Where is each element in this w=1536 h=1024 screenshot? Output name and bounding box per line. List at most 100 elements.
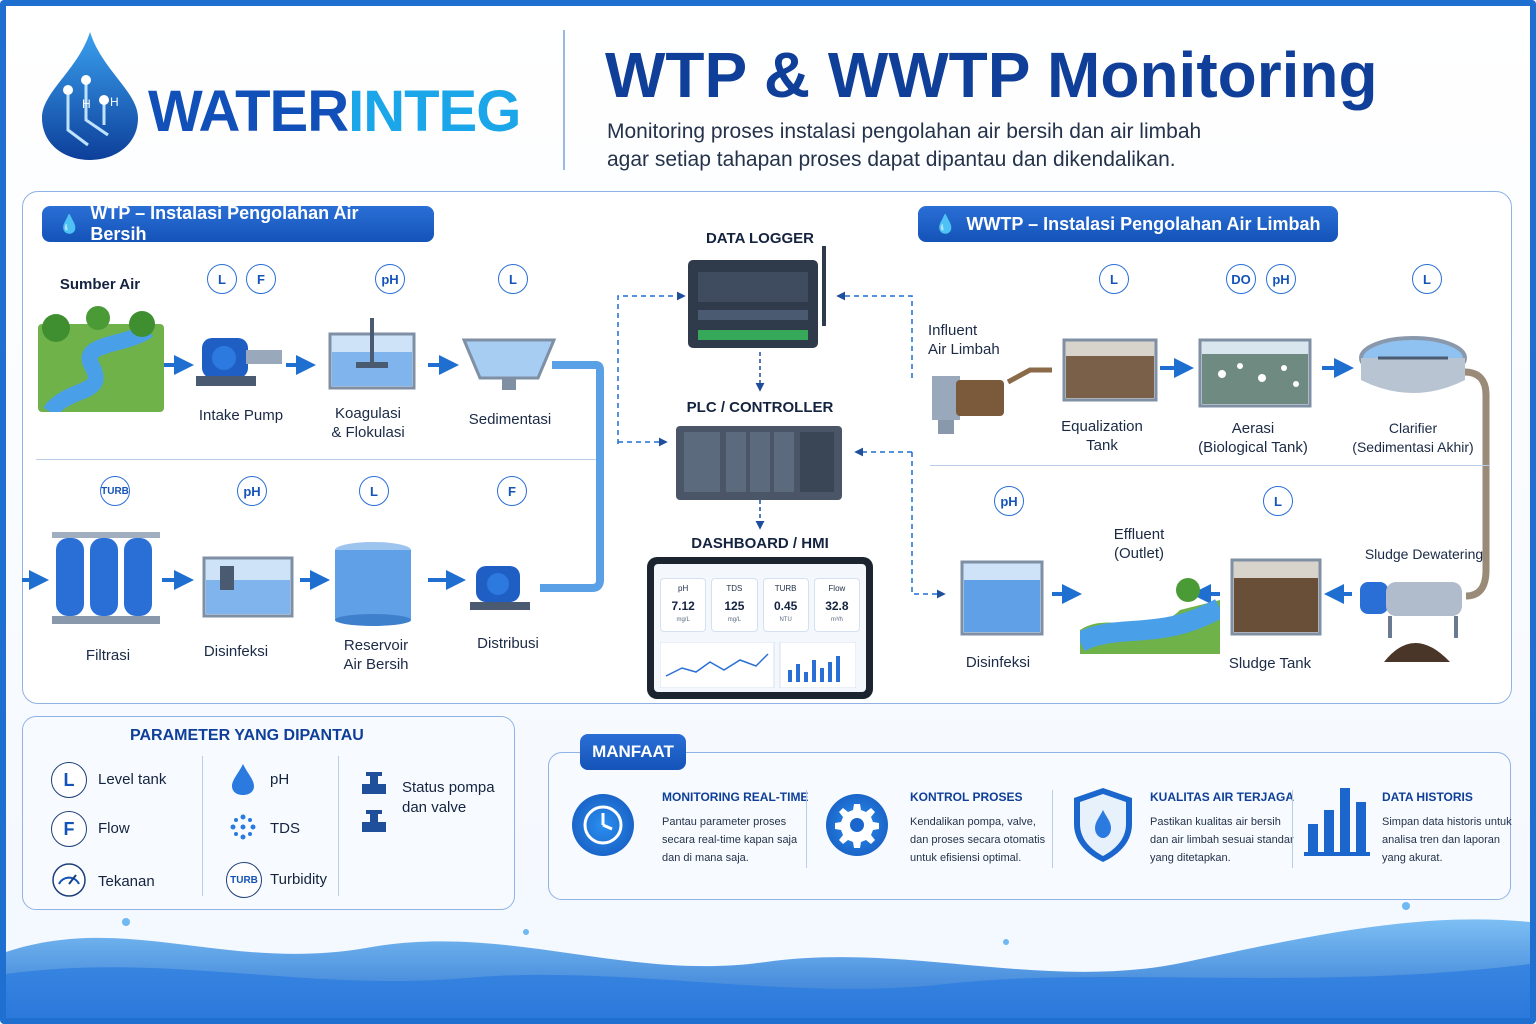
level-sensor-icon: L <box>1412 264 1442 294</box>
wtp-row-divider <box>36 459 596 460</box>
wwtp-step-label: Disinfeksi <box>965 654 1031 671</box>
water-drop-icon: 💧 <box>934 213 957 234</box>
distribution-pump-icon <box>470 566 530 610</box>
parameters-panel <box>22 716 515 910</box>
wtp-step-label: Distribusi <box>477 635 539 652</box>
intake-pump-icon <box>196 338 282 386</box>
wwtp-step-label: Sludge Tank <box>1228 655 1312 672</box>
header-divider <box>563 30 565 170</box>
wtp-step-label: Sumber Air <box>59 276 141 293</box>
benefits-panel <box>548 752 1511 900</box>
benefit-text: Pastikan kualitas air bersih dan air lim… <box>1150 816 1294 864</box>
ph-sensor-icon: pH <box>375 264 405 294</box>
plc-controller-label: PLC / CONTROLLER <box>686 399 834 416</box>
benefit-title: KONTROL PROSES <box>910 790 1023 804</box>
page-subtitle: Monitoring proses instalasi pengolahan a… <box>607 120 1202 171</box>
influent-pipe-icon <box>932 376 1004 434</box>
benefit-divider <box>1052 790 1053 868</box>
benefit-text: Simpan data historis untuk analisa tren … <box>1382 816 1512 864</box>
brand-name: WATERINTEG <box>148 79 521 144</box>
wwtp-section-header: 💧WWTP – Instalasi Pengolahan Air Limbah <box>918 206 1338 242</box>
disinfection-tank-icon <box>202 556 294 618</box>
turbidity-sensor-icon: TURB <box>100 476 130 506</box>
wwtp-step-label: Sludge Dewatering <box>1364 546 1484 562</box>
data-logger-label: DATA LOGGER <box>705 230 815 247</box>
water-drop-logo-icon: H H <box>42 32 138 160</box>
wtp-step-label: Koagulasi & Flokulasi <box>331 405 405 441</box>
flow-sensor-icon: F <box>497 476 527 506</box>
wtp-step-label: Intake Pump <box>198 407 284 424</box>
param-label: Turbidity <box>270 871 327 888</box>
ph-sensor-icon: pH <box>237 476 267 506</box>
ph-sensor-icon: pH <box>1266 264 1296 294</box>
svg-text:H: H <box>110 95 119 109</box>
wtp-step-label: Sedimentasi <box>468 411 552 428</box>
param-label: Flow <box>98 820 130 837</box>
plc-controller-device-icon <box>676 426 842 500</box>
param-col-divider <box>202 756 203 896</box>
metric-name: TURB <box>774 584 797 593</box>
param-label: Tekanan <box>98 873 155 890</box>
clock-icon <box>572 794 634 856</box>
level-param-icon: L <box>51 762 87 798</box>
data-logger-device-icon <box>688 246 826 348</box>
flow-param-icon: F <box>51 811 87 847</box>
param-label: Status pompa dan valve <box>402 779 495 816</box>
do-sensor-icon: DO <box>1226 264 1256 294</box>
ph-sensor-icon: pH <box>994 486 1024 516</box>
dashboard-hmi-label: DASHBOARD / HMI <box>691 535 829 552</box>
benefit-text: Kendalikan pompa, valve, dan proses seca… <box>910 816 1046 864</box>
wwtp-step-label: Effluent (Outlet) <box>1113 526 1165 562</box>
param-label: pH <box>270 771 290 788</box>
river-source-icon <box>38 306 164 412</box>
metric-name: Flow <box>828 584 846 593</box>
water-wave-footer <box>6 902 1530 1018</box>
filtration-vessels-icon <box>52 532 160 624</box>
wwtp-step-label: Aerasi (Biological Tank) <box>1198 420 1308 456</box>
param-label: Level tank <box>98 771 167 788</box>
parameters-title: PARAMETER YANG DIPANTAU <box>130 727 364 744</box>
gear-icon <box>826 794 888 856</box>
benefit-title: KUALITAS AIR TERJAGA <box>1150 790 1294 804</box>
wwtp-step-label: Equalization Tank <box>1061 418 1143 454</box>
level-sensor-icon: L <box>498 264 528 294</box>
wtp-step-label: Reservoir Air Bersih <box>343 637 409 673</box>
level-sensor-icon: L <box>1263 486 1293 516</box>
wtp-step-label: Filtrasi <box>85 647 131 664</box>
metric-unit: NTU <box>779 617 792 623</box>
coagulation-tank-icon <box>328 318 416 390</box>
param-col-divider <box>338 756 339 896</box>
metric-value: 7.12 <box>671 599 695 613</box>
metric-unit: mg/L <box>676 617 690 623</box>
sludge-tank-icon <box>1230 558 1322 636</box>
wwtp-disinfection-tank-icon <box>960 560 1044 636</box>
benefit-divider <box>1292 790 1293 868</box>
benefits-title: MANFAAT <box>580 734 686 770</box>
metric-unit: m³/h <box>830 617 843 623</box>
metric-value: 0.45 <box>773 599 798 613</box>
reservoir-tank-icon <box>335 542 411 626</box>
ph-drop-icon <box>232 764 254 795</box>
benefit-text: Pantau parameter proses secara real-time… <box>662 816 798 864</box>
valve-icon <box>362 772 386 832</box>
aeration-tank-icon <box>1198 338 1312 408</box>
pressure-gauge-icon <box>52 863 86 897</box>
water-drop-icon: 💧 <box>58 213 81 234</box>
tds-dots-icon <box>230 814 256 840</box>
shield-drop-icon <box>1074 788 1132 862</box>
param-label: TDS <box>270 820 300 837</box>
wwtp-step-label: Clarifier (Sedimentasi Akhir) <box>1352 420 1474 455</box>
bar-chart-icon <box>1304 788 1370 856</box>
wwtp-step-label: Influent Air Limbah <box>928 322 1000 358</box>
turbidity-param-icon: TURB <box>226 862 262 898</box>
svg-text:H: H <box>82 97 91 111</box>
dashboard-charts <box>660 642 856 688</box>
flow-sensor-icon: F <box>246 264 276 294</box>
benefit-title: MONITORING REAL-TIME <box>662 790 809 804</box>
wtp-step-label: Disinfeksi <box>203 643 269 660</box>
